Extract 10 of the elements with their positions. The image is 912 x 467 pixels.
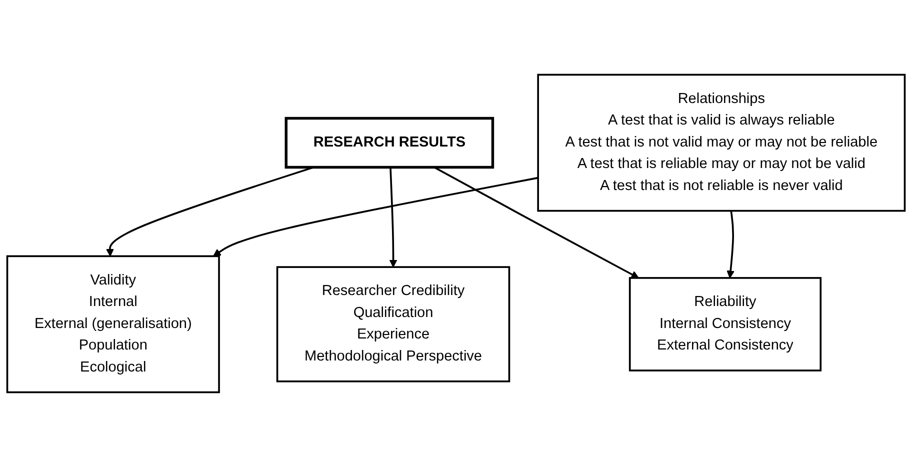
node-box: Relationships A test that is valid is always reliable A test that is not valid may or may not be reliable A test that is reliable may or may not be valid A test that is not reliable is never valid — [537, 74, 906, 212]
arrow — [212, 176, 538, 257]
node-box: RESEARCH RESULTS — [284, 116, 494, 169]
node-box: Reliability Internal Consistency External Consistency — [628, 277, 822, 372]
node-box: Researcher Credibility Qualification Experience Methodological Perspective — [276, 266, 510, 382]
node-box: Validity Internal External (generalisation) Population Ecological — [6, 255, 220, 394]
arrow — [389, 167, 398, 268]
arrow — [434, 166, 639, 278]
arrow — [726, 210, 735, 278]
arrow — [106, 166, 314, 257]
